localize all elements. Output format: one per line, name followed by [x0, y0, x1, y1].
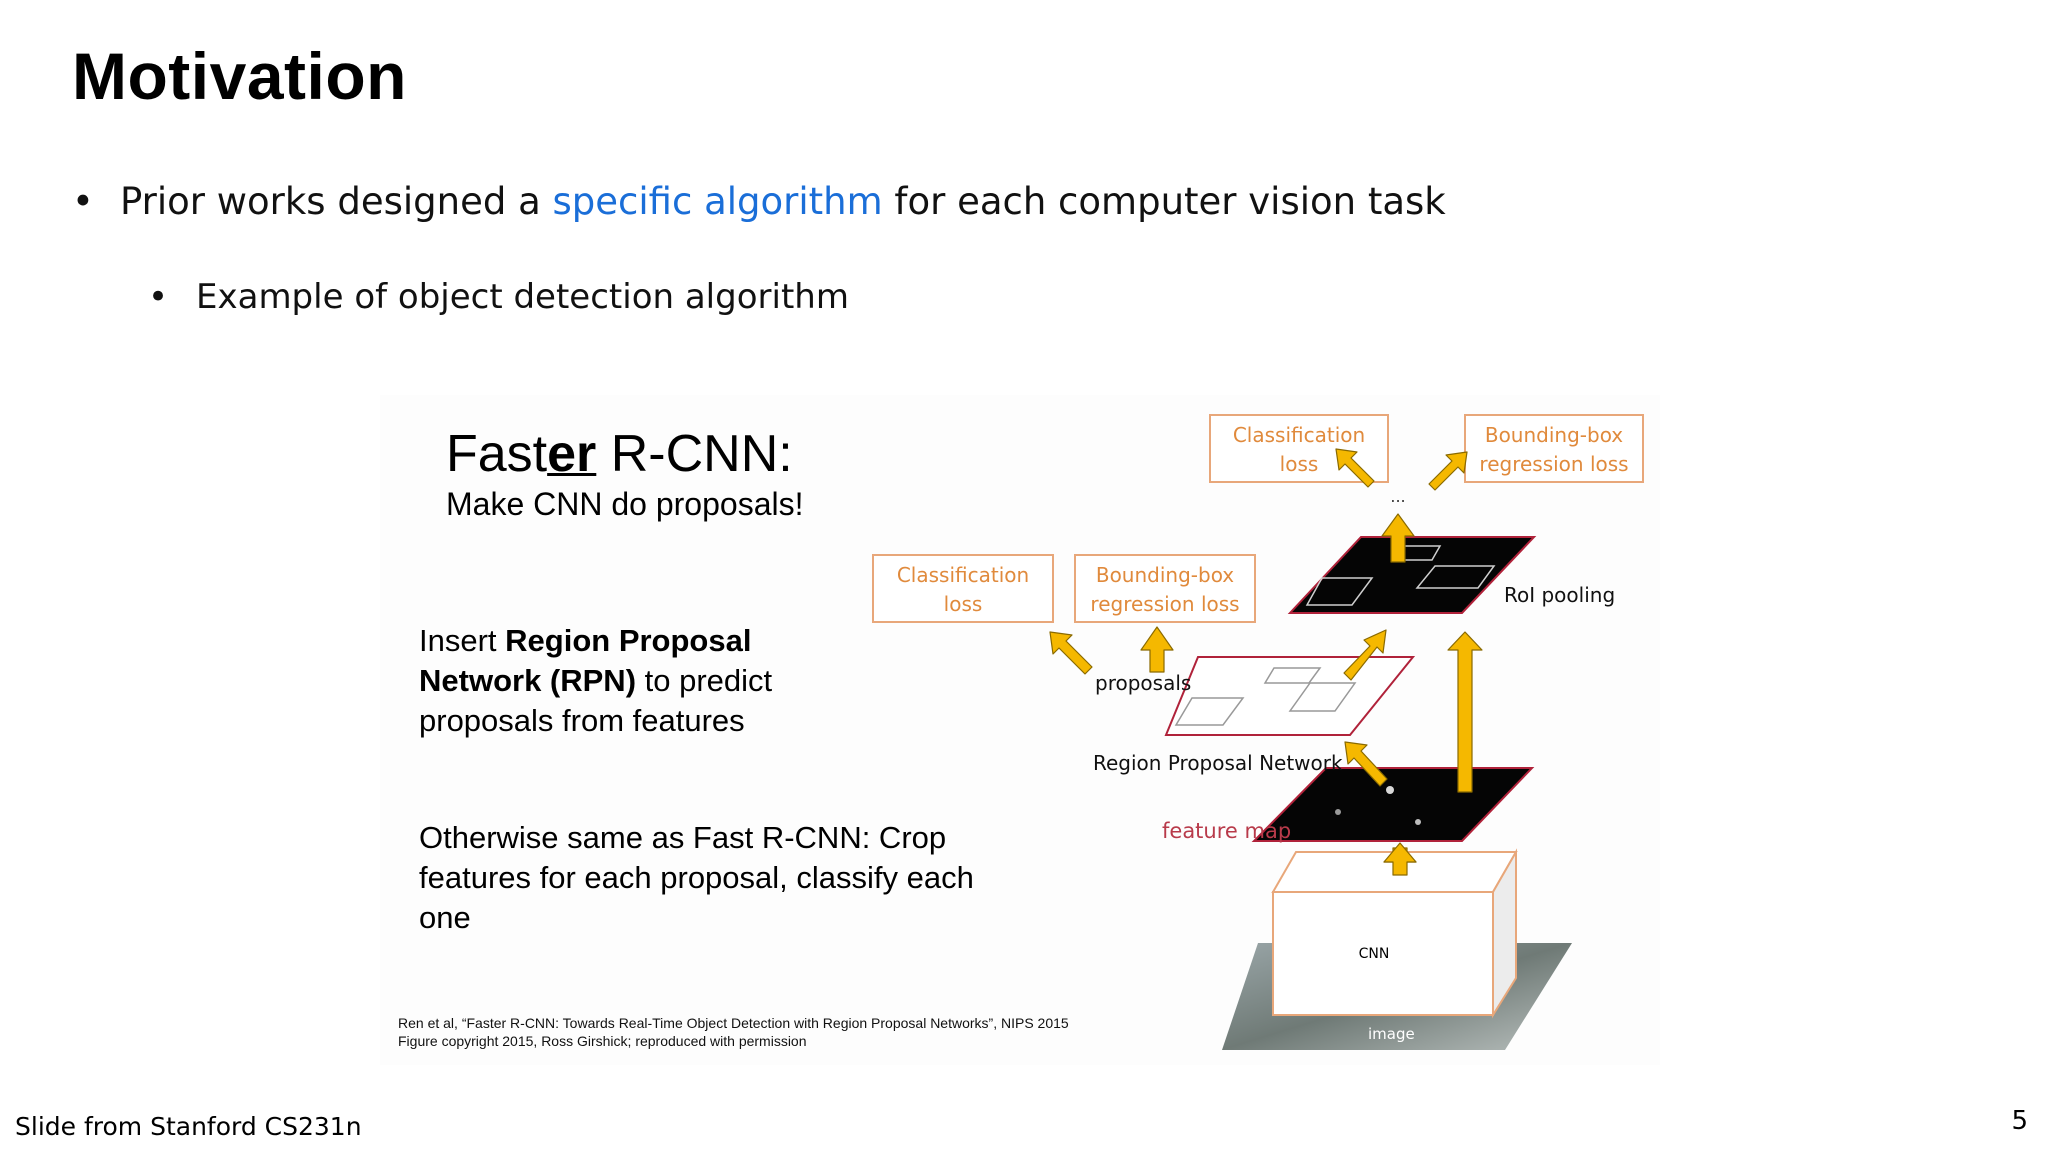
figure-title-post: R-CNN: [596, 425, 793, 483]
bullet-1-highlight: specific algorithm [552, 180, 883, 223]
bullet-1-text: Prior works designed a specific algorith… [120, 180, 1446, 223]
ellipsis: ... [1390, 487, 1405, 506]
feature-activation [1415, 819, 1421, 825]
bullet-dot: • [72, 180, 94, 223]
figure-title: Faster R-CNN: [446, 424, 793, 484]
top-bbox-regression-loss-line1: Bounding-box [1485, 423, 1623, 447]
arrow-to-top-cls-loss [1335, 448, 1375, 488]
mid-classification-loss-line1: Classification [897, 563, 1029, 587]
arrow-roi-up [1381, 513, 1415, 563]
roi-box [1415, 565, 1496, 589]
roi-pooling-layer [1287, 536, 1537, 614]
bullet-1-before: Prior works designed a [120, 180, 553, 223]
top-bbox-regression-loss-box [1464, 414, 1644, 483]
figure-citation: Ren et al, “Faster R-CNN: Towards Real-T… [398, 1014, 1069, 1050]
arrow-rpn-to-bbox-loss [1140, 626, 1174, 673]
bullet-1-after: for each computer vision task [882, 180, 1446, 223]
slide-footer: Slide from Stanford CS231n [15, 1112, 362, 1141]
slide-title: Motivation [72, 39, 407, 113]
proposal-box [1174, 697, 1245, 726]
page-number: 5 [2011, 1106, 2028, 1136]
top-classification-loss-line1: Classification [1233, 423, 1365, 447]
top-bbox-regression-loss-line2: regression loss [1479, 452, 1628, 476]
arrow-cnn-up [1383, 842, 1417, 876]
citation-line-1: Ren et al, “Faster R-CNN: Towards Real-T… [398, 1015, 1069, 1031]
para1-pre: Insert [419, 623, 506, 658]
mid-bbox-regression-loss-line1: Bounding-box [1096, 563, 1234, 587]
citation-line-2: Figure copyright 2015, Ross Girshick; re… [398, 1033, 807, 1049]
arrow-feature-to-roi [1447, 631, 1483, 793]
mid-classification-loss-line2: loss [944, 592, 983, 616]
figure-paragraph-1: Insert Region Proposal Network (RPN) to … [419, 621, 859, 741]
para1-bold: Region Proposal Network (RPN) [419, 623, 752, 698]
top-classification-loss-line2: loss [1280, 452, 1319, 476]
figure-title-emphasis: er [547, 425, 597, 483]
proposal-box [1263, 667, 1322, 684]
cnn-label: CNN [1359, 946, 1390, 962]
feature-activation [1386, 786, 1394, 794]
proposal-box [1288, 682, 1357, 712]
para1-post: to predict proposals from features [419, 663, 773, 738]
mid-bbox-regression-loss-line2: regression loss [1090, 592, 1239, 616]
arrow-feature-to-rpn [1344, 741, 1388, 787]
arrow-to-top-bbox-loss [1428, 451, 1468, 491]
proposals-label: proposals [1095, 671, 1191, 695]
rpn-label: Region Proposal Network [1093, 751, 1343, 775]
mid-classification-loss-box [872, 554, 1054, 623]
roi-box [1305, 577, 1374, 606]
figure-title-pre: Fast [446, 425, 548, 483]
image-label: image [1368, 1025, 1415, 1043]
feature-map-layer [1251, 767, 1535, 842]
roi-pooling-label: RoI pooling [1504, 583, 1615, 607]
mid-bbox-regression-loss-box [1074, 554, 1256, 623]
arrow-proposals-to-roi [1343, 629, 1387, 681]
bullet-2-text: Example of object detection algorithm [196, 277, 849, 317]
diagram-arrows [1049, 448, 1483, 876]
figure-paragraph-2: Otherwise same as Fast R-CNN: Crop featu… [419, 820, 974, 935]
bullet-dot: • [148, 277, 169, 317]
figure-subtitle: Make CNN do proposals! [446, 486, 804, 522]
feature-map-label: feature map [1162, 819, 1291, 843]
arrow-rpn-to-cls-loss [1049, 631, 1093, 675]
feature-activation [1335, 809, 1341, 815]
cnn-box-front [1272, 891, 1494, 1016]
